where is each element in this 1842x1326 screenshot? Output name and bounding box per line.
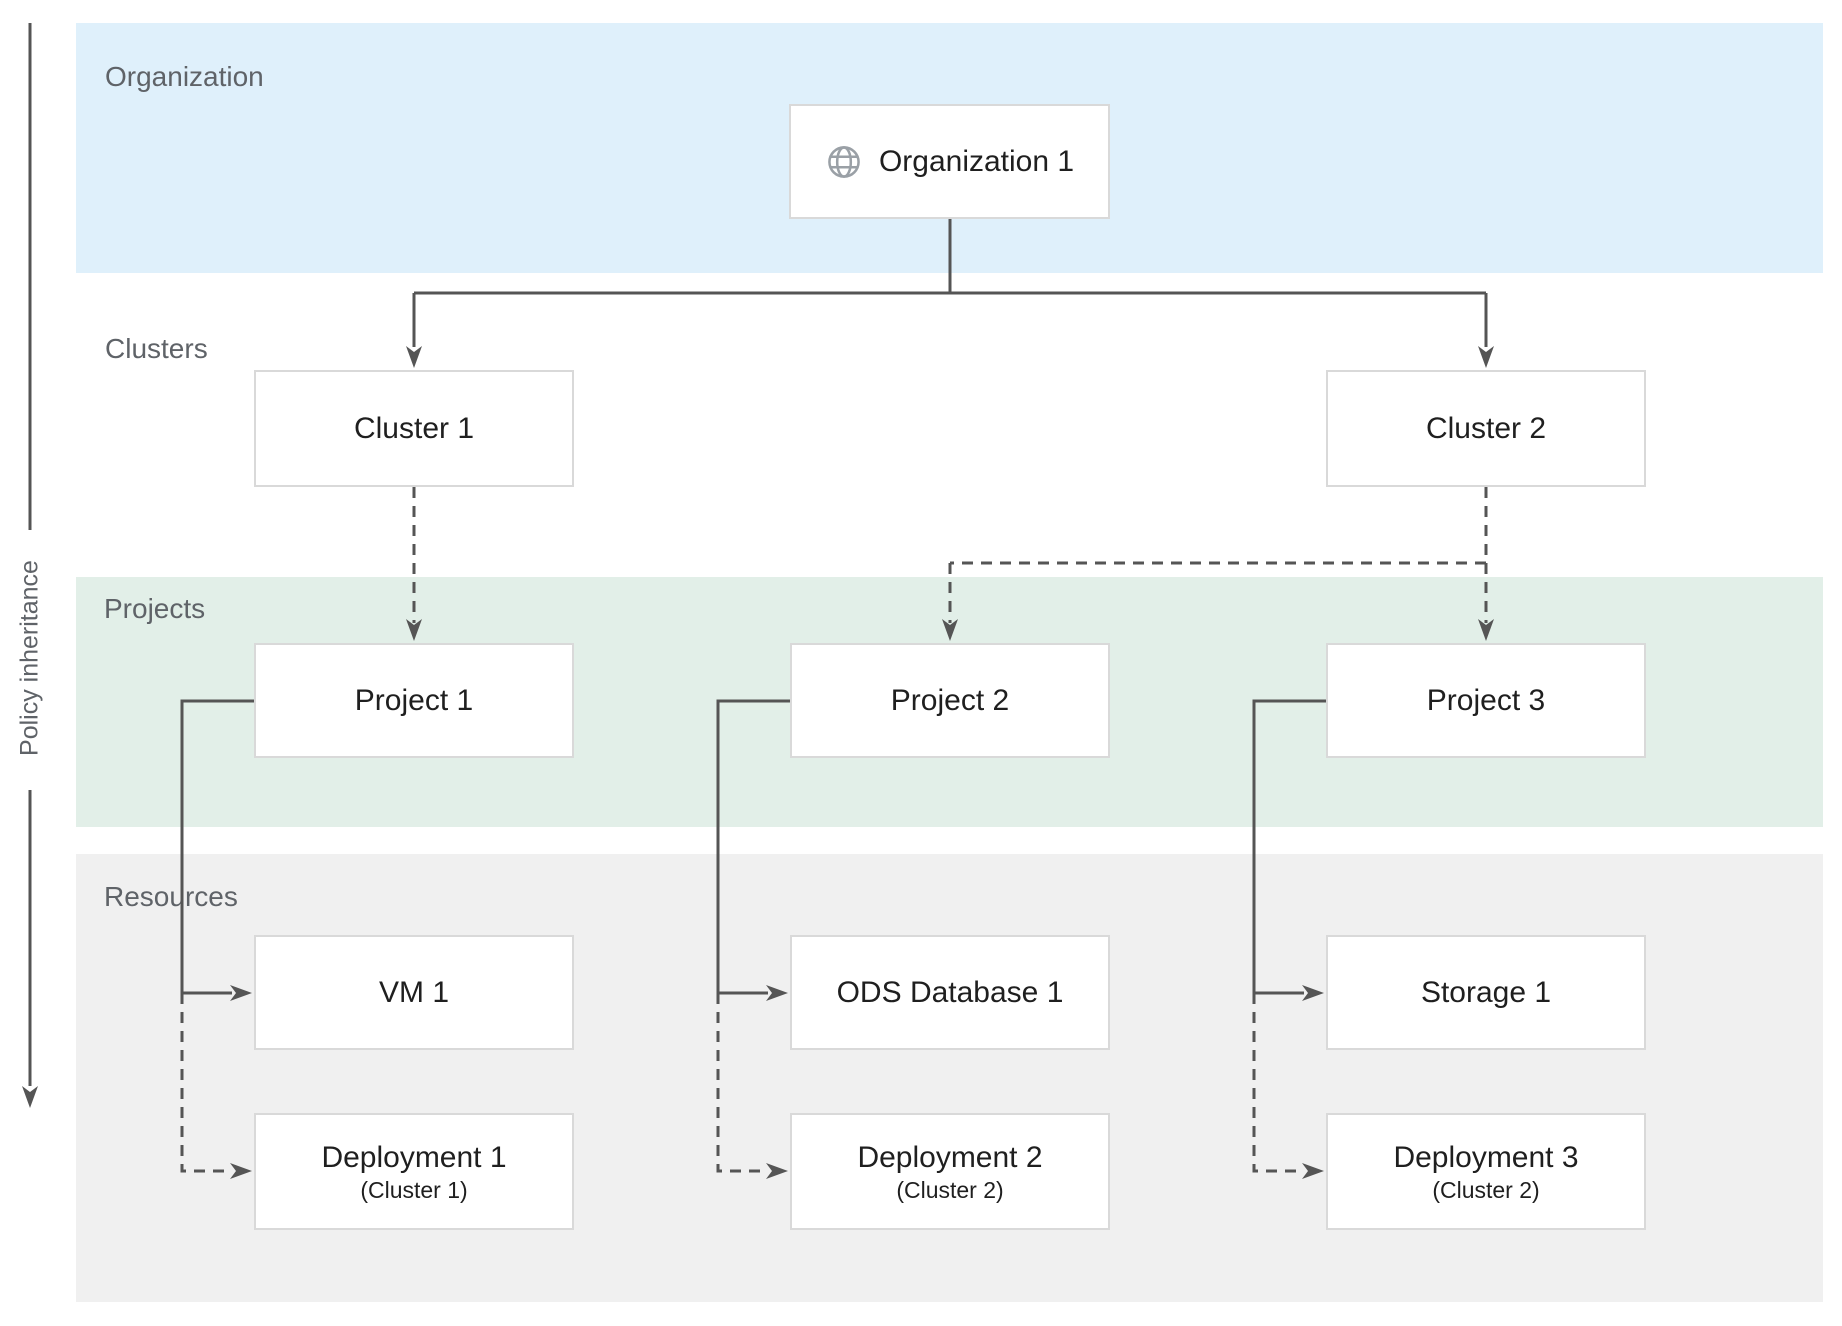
node-label: Deployment 3: [1393, 1140, 1579, 1174]
edge-cluster2-projects: [948, 487, 1488, 623]
arrowhead-deployment1: [230, 1163, 252, 1179]
node-label: Deployment 1: [321, 1140, 507, 1174]
organization-band-label: Organization: [105, 61, 264, 92]
edge-project3-deployment3: [1252, 993, 1304, 1173]
node-label: VM 1: [378, 975, 450, 1009]
arrowhead-project3: [1478, 619, 1494, 641]
node-organization-1: Organization 1: [789, 104, 1110, 219]
node-vm-1: VM 1: [254, 935, 574, 1050]
node-label: Storage 1: [1420, 975, 1552, 1009]
node-deployment-1: Deployment 1 (Cluster 1): [254, 1113, 574, 1230]
node-sublabel: (Cluster 2): [1432, 1176, 1540, 1203]
projects-band-label: Projects: [104, 593, 206, 624]
node-label: Cluster 1: [353, 411, 475, 445]
edge-project3-storage1: [1252, 699, 1326, 995]
node-label: Project 1: [354, 683, 474, 717]
node-label: Project 2: [890, 683, 1010, 717]
edge-project2-deployment2: [716, 993, 768, 1173]
edge-project1-vm1: [180, 699, 254, 995]
arrowhead-project1: [406, 619, 422, 641]
node-project-3: Project 3: [1326, 643, 1646, 758]
arrowhead-deployment3: [1302, 1163, 1324, 1179]
node-sublabel: (Cluster 2): [896, 1176, 1004, 1203]
node-project-2: Project 2: [790, 643, 1110, 758]
arrowhead-storage1: [1302, 985, 1324, 1001]
node-sublabel: (Cluster 1): [360, 1176, 468, 1203]
node-deployment-3: Deployment 3 (Cluster 2): [1326, 1113, 1646, 1230]
globe-icon: [825, 143, 863, 181]
arrowhead-ods1: [766, 985, 788, 1001]
edge-org1-to-clusters: [412, 219, 1488, 347]
node-label: Project 3: [1426, 683, 1546, 717]
clusters-band-label: Clusters: [105, 333, 208, 364]
node-ods-database-1: ODS Database 1: [790, 935, 1110, 1050]
resources-band-label: Resources: [104, 881, 238, 912]
arrowhead-cluster2: [1478, 346, 1494, 368]
node-cluster-1: Cluster 1: [254, 370, 574, 487]
node-label: ODS Database 1: [836, 975, 1064, 1009]
node-storage-1: Storage 1: [1326, 935, 1646, 1050]
node-project-1: Project 1: [254, 643, 574, 758]
node-label: Organization 1: [878, 144, 1075, 178]
edge-project1-deployment1: [180, 993, 232, 1173]
node-cluster-2: Cluster 2: [1326, 370, 1646, 487]
arrowhead-project2: [942, 619, 958, 641]
edge-project2-ods1: [716, 699, 790, 995]
node-label: Deployment 2: [857, 1140, 1043, 1174]
policy-axis-arrowhead: [22, 1086, 38, 1108]
node-label: Cluster 2: [1425, 411, 1547, 445]
arrowhead-cluster1: [406, 346, 422, 368]
node-deployment-2: Deployment 2 (Cluster 2): [790, 1113, 1110, 1230]
arrowhead-vm1: [230, 985, 252, 1001]
arrowhead-deployment2: [766, 1163, 788, 1179]
